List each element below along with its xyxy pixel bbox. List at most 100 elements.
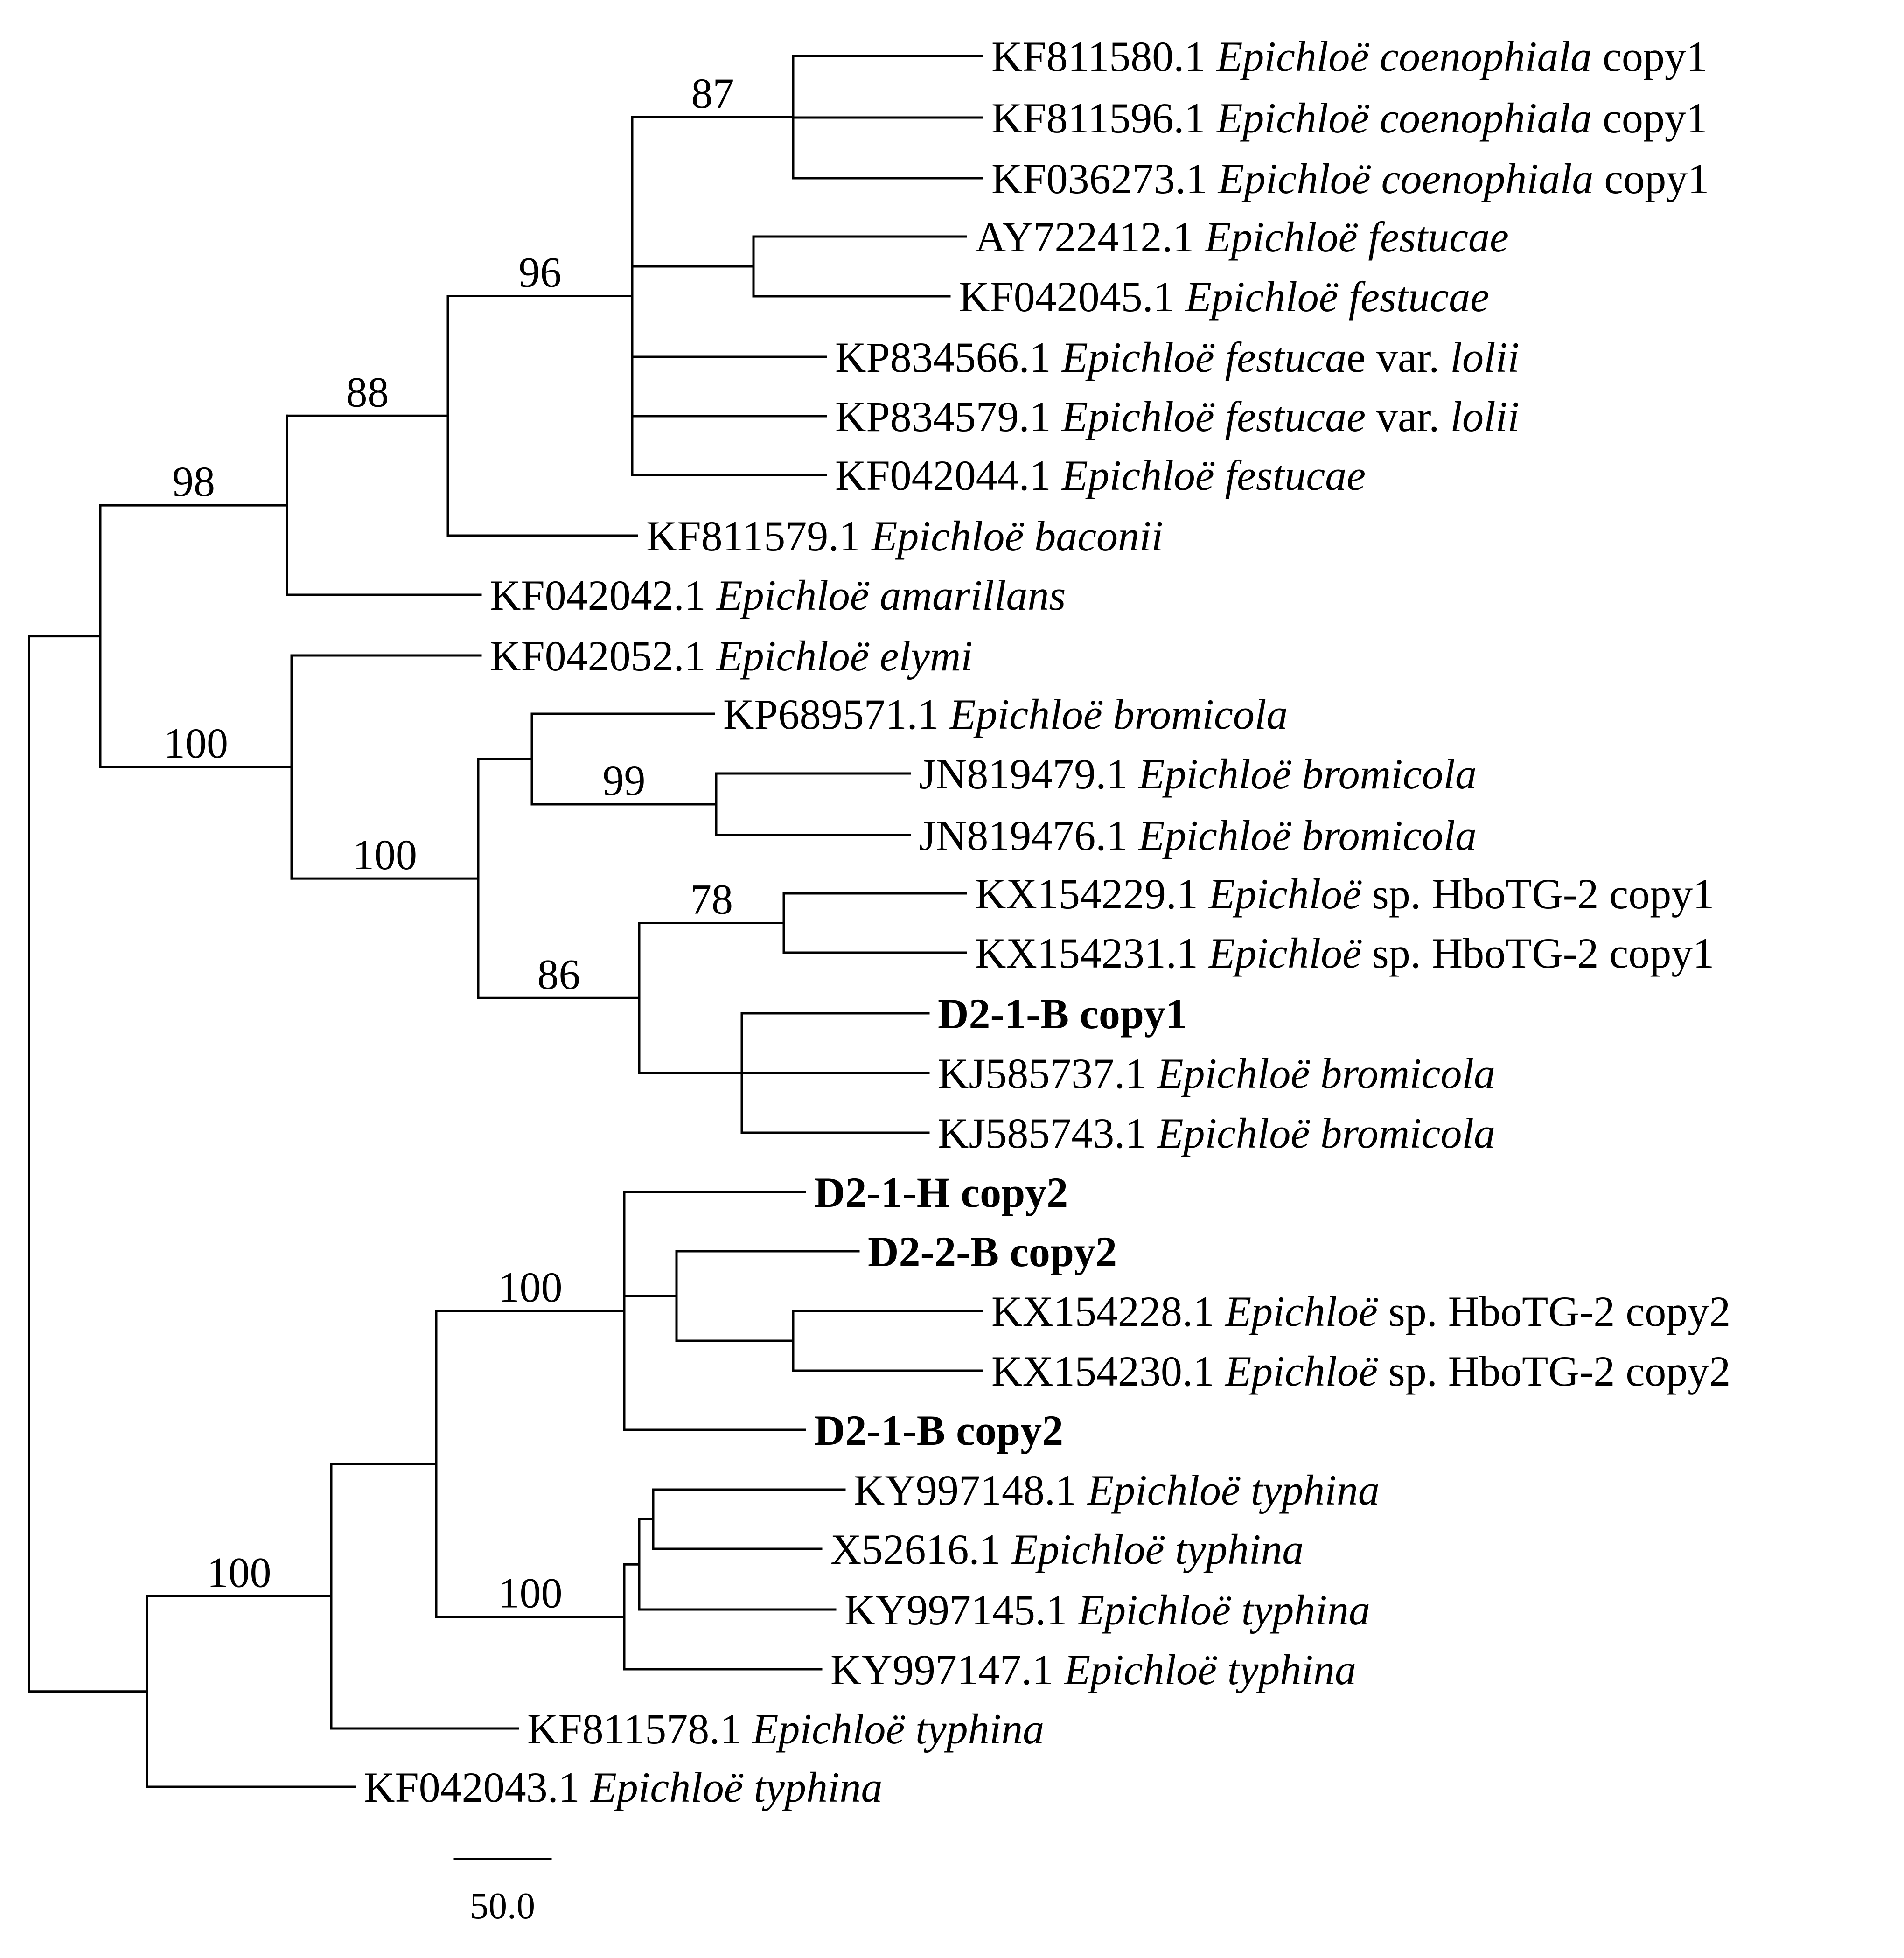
leaf-label-part: Epichloë festuca [1061,334,1347,381]
leaf-label-part: D2-1-H copy2 [814,1169,1068,1216]
leaf-label-part: D2-1-B copy1 [938,990,1187,1038]
support-value: 100 [207,1548,272,1596]
leaf-label: KF811579.1 Epichloë baconii [646,512,1163,560]
leaf-label-part: Epichloë elymi [716,632,973,680]
support-value: 100 [353,831,417,878]
support-value: 100 [498,1569,563,1617]
leaf-label: KF042044.1 Epichloë festucae [835,452,1366,499]
leaf-label: KX154228.1 Epichloë sp. HboTG-2 copy2 [991,1288,1730,1335]
support-value: 87 [691,70,734,117]
leaf-label-part: Epichloë amarillans [716,571,1066,619]
leaf-label-part: Epichloë typhina [751,1705,1044,1753]
leaf-label-part: KF811579.1 [646,512,871,560]
leaf-label-part: KF036273.1 [991,155,1218,202]
leaf-label-part: KX154230.1 [991,1347,1225,1395]
leaf-label-part: KX154229.1 [975,870,1209,918]
leaf-label-part: KX154231.1 [975,929,1209,977]
leaf-label-part: Epichloë festucae [1185,273,1489,321]
support-value: 96 [519,249,562,296]
leaf-label-part: KF811578.1 [527,1705,752,1753]
leaf-label-part: Epichloë coenophiala [1215,33,1592,80]
leaf-label: KX154229.1 Epichloë sp. HboTG-2 copy1 [975,870,1714,918]
leaf-label-part: KP689571.1 [723,690,950,738]
leaf-label-part: lolii [1450,393,1519,440]
leaf-label-part: KY997147.1 [830,1646,1064,1693]
leaf-label: KJ585737.1 Epichloë bromicola [938,1050,1495,1097]
leaf-label-part: e var. [1346,334,1450,381]
leaf-label-part: Epichloë bromicola [1156,1050,1495,1097]
leaf-label-part: copy1 [1592,33,1708,80]
leaf-label: KX154231.1 Epichloë sp. HboTG-2 copy1 [975,929,1714,977]
leaf-label-part: sp. HboTG-2 copy1 [1361,929,1714,977]
leaf-label-part: Epichloë festucae [1061,393,1366,440]
leaf-label-part: JN819479.1 [919,750,1138,798]
leaf-label-part: lolii [1450,334,1519,381]
leaf-label: D2-1-H copy2 [814,1169,1068,1216]
leaf-label-part: X52616.1 [830,1526,1011,1573]
leaf-label: KF042043.1 Epichloë typhina [364,1763,883,1811]
leaf-label: KJ585743.1 Epichloë bromicola [938,1109,1495,1157]
leaf-label: D2-1-B copy1 [938,990,1187,1038]
leaf-label-part: KF811596.1 [991,94,1216,142]
leaf-label-part: Epichloë bromicola [1156,1109,1495,1157]
leaf-label-part: D2-2-B copy2 [868,1228,1117,1275]
leaf-label: KF811578.1 Epichloë typhina [527,1705,1044,1753]
leaf-label: KF042052.1 Epichloë elymi [490,632,973,680]
leaf-label: D2-1-B copy2 [814,1407,1063,1454]
leaf-label-part: KF042043.1 [364,1763,591,1811]
leaf-label-part: sp. HboTG-2 copy2 [1378,1288,1730,1335]
leaf-label-part: AY722412.1 [975,213,1205,261]
leaf-label-part: KY997145.1 [844,1586,1078,1634]
leaf-label-part: KF042044.1 [835,452,1062,499]
leaf-label: KF036273.1 Epichloë coenophiala copy1 [991,155,1709,202]
leaf-label: KF811596.1 Epichloë coenophiala copy1 [991,94,1708,142]
leaf-label-part: Epichloë typhina [1077,1586,1370,1634]
leaf-label-part: copy1 [1593,155,1709,202]
leaf-labels: KF811580.1 Epichloë coenophiala copy1KF8… [364,33,1730,1811]
leaf-label-part: KF811580.1 [991,33,1216,80]
leaf-label-part: copy1 [1592,94,1708,142]
leaf-label-part: KP834566.1 [835,334,1062,381]
leaf-label-part: Epichloë [1224,1347,1378,1395]
leaf-label: D2-2-B copy2 [868,1228,1117,1275]
leaf-label-part: Epichloë baconii [870,512,1163,560]
support-value: 100 [164,719,228,767]
leaf-label-part: Epichloë festucae [1204,213,1508,261]
support-value: 98 [172,458,215,505]
leaf-label: JN819476.1 Epichloë bromicola [919,812,1477,859]
leaf-label: KP689571.1 Epichloë bromicola [723,690,1288,738]
leaf-label-part: Epichloë [1208,929,1362,977]
leaf-label-part: KF042042.1 [490,571,717,619]
leaf-label-part: sp. HboTG-2 copy1 [1361,870,1714,918]
support-value: 78 [690,876,733,923]
leaf-label-part: Epichloë typhina [1087,1466,1380,1514]
leaf-label: JN819479.1 Epichloë bromicola [919,750,1477,798]
leaf-label-part: Epichloë [1208,870,1362,918]
leaf-label-part: D2-1-B copy2 [814,1407,1063,1454]
leaf-label-part: Epichloë typhina [1063,1646,1356,1693]
leaf-label-part: Epichloë festucae [1061,452,1366,499]
leaf-label: KX154230.1 Epichloë sp. HboTG-2 copy2 [991,1347,1730,1395]
leaf-label-part: JN819476.1 [919,812,1138,859]
scale-bar-label: 50.0 [470,1886,535,1927]
leaf-label-part: Epichloë bromicola [1137,812,1477,859]
leaf-label-part: sp. HboTG-2 copy2 [1378,1347,1730,1395]
leaf-label: KF811580.1 Epichloë coenophiala copy1 [991,33,1708,80]
leaf-label-part: KF042052.1 [490,632,717,680]
leaf-label: KY997145.1 Epichloë typhina [844,1586,1370,1634]
leaf-label-part: var. [1366,393,1450,440]
support-value: 99 [603,757,646,804]
leaf-label: KF042045.1 Epichloë festucae [959,273,1489,321]
leaf-label-part: Epichloë typhina [1011,1526,1304,1573]
leaf-label: KP834566.1 Epichloë festucae var. lolii [835,334,1520,381]
leaf-label-part: KY997148.1 [854,1466,1088,1514]
leaf-label-part: Epichloë [1224,1288,1378,1335]
leaf-label-part: Epichloë coenophiala [1215,94,1592,142]
leaf-label: KY997147.1 Epichloë typhina [830,1646,1356,1693]
support-value: 86 [537,950,580,998]
leaf-label: AY722412.1 Epichloë festucae [975,213,1509,261]
leaf-label-part: Epichloë bromicola [1137,750,1477,798]
leaf-label-part: Epichloë typhina [590,1763,883,1811]
